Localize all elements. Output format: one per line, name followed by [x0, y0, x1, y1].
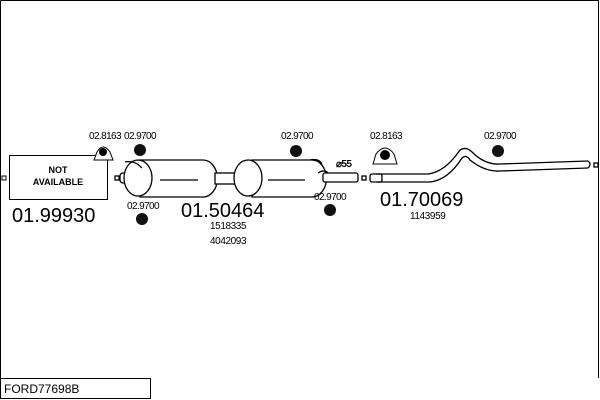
part-number: 01.70069 [380, 189, 463, 211]
clamp-02-8163-b[interactable]: 02.8163 [370, 131, 404, 165]
hanger-02-9700-a[interactable]: 02.9700 [124, 131, 158, 156]
oem-number: 1143959 [410, 211, 446, 222]
clamp-icon [380, 150, 390, 160]
clamp-02-8163-a[interactable]: 02.8163 [89, 131, 123, 161]
hanger-02-9700-e[interactable]: 02.9700 [484, 131, 518, 157]
hanger-icon [134, 144, 146, 156]
part-01-70069[interactable]: 01.70069 1143959 [369, 147, 599, 222]
fitting-label: 02.9700 [484, 131, 517, 142]
reference-box [0, 378, 151, 399]
hanger-icon [492, 145, 504, 157]
hanger-icon [324, 204, 336, 216]
available-label: AVAILABLE [33, 177, 83, 187]
hanger-icon [290, 145, 302, 157]
reference-label: FORD77698B [4, 382, 79, 396]
part-number: 01.50464 [181, 200, 264, 222]
not-available-box [9, 155, 108, 200]
oem-number: 1518335 [210, 221, 247, 232]
not-label: NOT [49, 165, 69, 175]
fitting-label: 02.9700 [314, 192, 347, 203]
fitting-label: 02.8163 [89, 131, 122, 142]
part-number: 01.99930 [12, 205, 95, 227]
fitting-label: 02.8163 [370, 131, 403, 142]
oem-number: 4042093 [210, 236, 247, 247]
fitting-label: 02.9700 [281, 131, 314, 142]
part-01-99930[interactable]: NOT AVAILABLE 01.99930 [1, 155, 108, 228]
hanger-02-9700-d[interactable]: 02.9700 [314, 192, 348, 216]
fitting-label: 02.9700 [124, 131, 157, 142]
part-01-50464[interactable]: 01.50464 1518335 4042093 ⌀55 [114, 158, 367, 247]
clamp-icon [99, 148, 107, 156]
hanger-02-9700-c[interactable]: 02.9700 [281, 131, 315, 157]
fitting-label: 02.9700 [127, 201, 160, 212]
hanger-icon [136, 213, 148, 225]
hanger-02-9700-b[interactable]: 02.9700 [127, 201, 161, 225]
diameter-label: ⌀55 [336, 159, 352, 170]
